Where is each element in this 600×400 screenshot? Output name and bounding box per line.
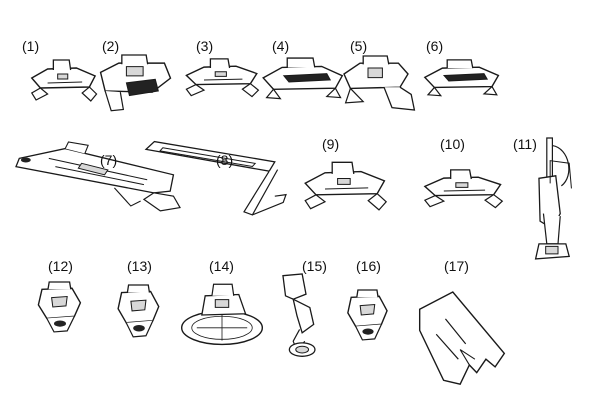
darning-foot-icon [274,274,338,358]
walking-foot-icon [530,138,586,264]
clear-view-foot-icon [180,283,264,347]
presser-foot-icon [336,56,416,116]
presser-foot-icon [180,57,260,103]
seam-guide-icon [146,140,286,218]
presser-foot-icon [30,282,90,334]
buttonhole-foot-icon [16,142,180,224]
part-number-label: (5) [350,38,368,54]
part-number-label: (14) [209,258,234,274]
presser-foot-icon [258,56,344,108]
presser-foot-icon [26,58,98,108]
part-number-label: (17) [444,258,469,274]
presser-foot-icon [418,168,504,214]
presser-foot-icon [420,58,500,104]
part-number-label: (3) [196,38,214,54]
part-number-label: (7) [100,152,118,168]
presser-foot-icon [110,285,168,339]
part-number-label: (13) [127,258,152,274]
part-number-label: (4) [272,38,290,54]
adapter-plate-icon [416,292,508,388]
part-number-label: (9) [322,136,340,152]
part-number-label: (6) [426,38,444,54]
part-number-label: (1) [22,38,40,54]
part-number-label: (8) [216,152,234,168]
presser-foot-icon [298,160,388,218]
part-number-label: (16) [356,258,381,274]
presser-foot-icon [96,55,172,113]
part-number-label: (2) [102,38,120,54]
presser-foot-icon [340,290,396,342]
part-number-label: (10) [440,136,465,152]
part-number-label: (15) [302,258,327,274]
part-number-label: (12) [48,258,73,274]
part-number-label: (11) [513,136,537,152]
